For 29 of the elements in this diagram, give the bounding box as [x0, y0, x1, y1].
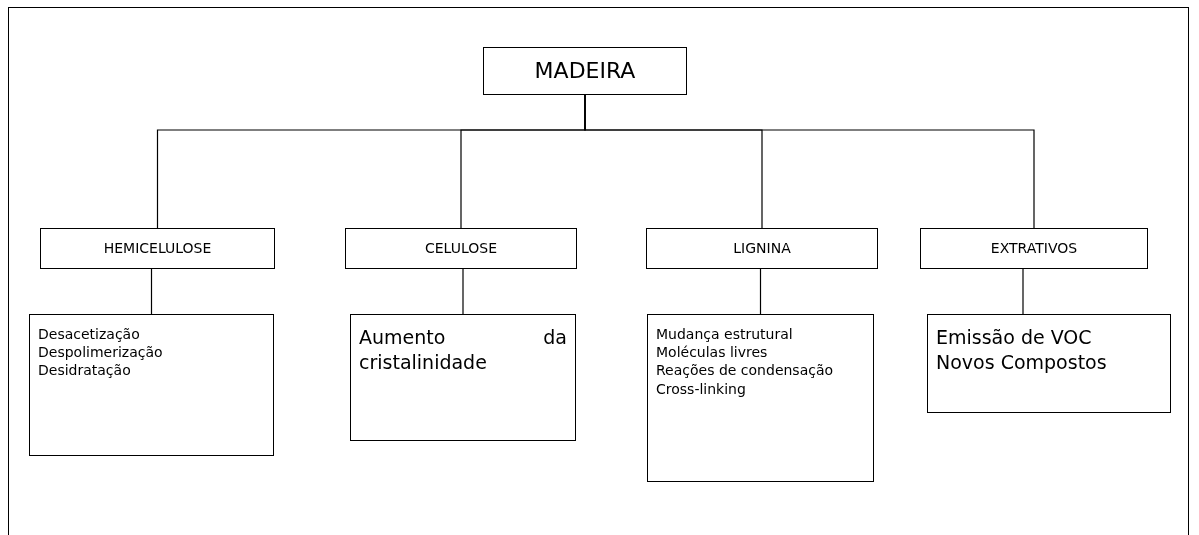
connector-line	[462, 268, 464, 315]
component-box	[40, 228, 275, 269]
effects-box	[647, 314, 874, 482]
component-box	[920, 228, 1148, 269]
component-label: EXTRATIVOS	[989, 239, 1079, 258]
effects-box	[350, 314, 576, 441]
effect-text: Aumento da cristalinidade	[359, 325, 567, 375]
effect-text: Desidratação	[38, 361, 132, 380]
connector-line	[584, 94, 1035, 229]
component-label: LIGNINA	[732, 239, 792, 258]
component-box	[646, 228, 878, 269]
component-box	[345, 228, 577, 269]
root-box	[483, 47, 687, 95]
component-label: CELULOSE	[424, 239, 498, 258]
effect-text: Moléculas livres	[656, 343, 769, 362]
connector-line	[150, 268, 153, 315]
component-label: HEMICELULOSE	[102, 239, 213, 258]
effect-text: Novos Compostos	[936, 349, 1108, 375]
effect-text: Cross-linking	[656, 379, 747, 398]
effect-text: Desacetização	[38, 325, 141, 344]
effect-text: Emissão de VOC	[936, 325, 1093, 350]
effect-text: Mudança estrutural	[656, 325, 794, 344]
component-label: MADEIRA	[533, 56, 637, 85]
effect-text: Reações de condensação	[656, 361, 835, 380]
effect-text: Despolimerização	[38, 343, 164, 362]
connector-line	[1022, 268, 1024, 315]
connector-line	[759, 268, 762, 315]
effects-box	[29, 314, 274, 456]
effects-box	[927, 314, 1171, 413]
